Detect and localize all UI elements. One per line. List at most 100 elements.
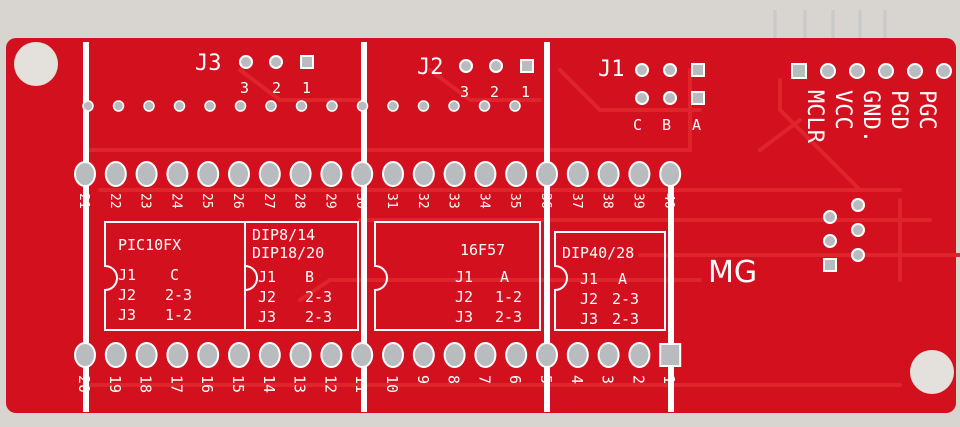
pin-number: 24 <box>168 193 183 209</box>
config-box-outlines <box>104 221 666 331</box>
header-j1-label: J1 <box>598 57 625 82</box>
header-j2: J2 3 2 1 <box>417 55 534 101</box>
config-jumper: J1 <box>258 268 276 286</box>
via-row <box>82 100 521 112</box>
pin-number: 40 <box>661 193 676 209</box>
config-title: PIC10FX <box>118 236 181 254</box>
socket-pin-pad <box>443 161 466 187</box>
socket-pin-pad <box>135 342 158 368</box>
top-pin-row <box>74 161 682 187</box>
header-j1-pin-label: A <box>692 116 701 134</box>
socket-pin-pad <box>228 161 250 187</box>
config-jumper: J3 <box>258 308 276 326</box>
config-setting: 2-3 <box>612 310 639 328</box>
socket-pin-pad <box>566 342 589 368</box>
right-pad-cluster <box>823 198 865 272</box>
pin-number: 28 <box>292 193 307 209</box>
via <box>417 100 430 112</box>
pin-number: 18 <box>137 375 155 393</box>
pin-number: 37 <box>569 193 584 209</box>
socket-pin-pad <box>289 161 312 187</box>
socket-pin-pad <box>351 161 374 187</box>
icsp-label-vcc: VCC <box>830 90 855 130</box>
header-j3-pin-label: 1 <box>302 79 311 97</box>
pin-number: 10 <box>383 375 401 393</box>
config-setting: 2-3 <box>305 308 332 326</box>
pin-number: 5 <box>537 375 555 384</box>
pin-number: 23 <box>138 193 153 209</box>
via <box>265 100 277 112</box>
pin-number: 21 <box>76 193 91 209</box>
pin-number: 15 <box>229 375 247 393</box>
pin-number: 16 <box>198 375 216 393</box>
header-j3-pin-label: 2 <box>272 79 281 97</box>
socket-pin-pad <box>443 342 466 368</box>
via <box>387 100 399 112</box>
pin-number: 35 <box>507 193 522 209</box>
pcb-board <box>6 38 956 413</box>
config-setting: 2-3 <box>305 288 332 306</box>
pin-number: 9 <box>414 375 432 384</box>
config-jumper: J1 <box>580 270 598 288</box>
socket-pin-pad <box>412 161 435 187</box>
icsp-label-pgd: PGD <box>886 90 911 130</box>
header-j2-label: J2 <box>417 55 444 80</box>
socket-pin-pad <box>351 342 374 368</box>
header-j3-label: J3 <box>195 51 222 76</box>
socket-pin-pad <box>166 161 189 187</box>
pin-number: 17 <box>167 375 185 393</box>
via <box>204 100 216 112</box>
pin-number: 8 <box>445 375 463 384</box>
icsp-labels: MCLR VCC GND. PGD PGC <box>802 90 939 144</box>
config-jumper: J2 <box>118 286 136 304</box>
config-jumper: J3 <box>455 308 473 326</box>
pin-number: 32 <box>415 193 430 209</box>
socket-pin-pad <box>536 342 558 368</box>
socket-pin-pad <box>597 342 620 368</box>
config-jumper: J2 <box>580 290 598 308</box>
socket-pin-pad <box>659 343 682 367</box>
pin-number: 26 <box>230 193 245 209</box>
pin-number: 2 <box>629 375 647 384</box>
socket-pin-pad <box>197 342 220 368</box>
via <box>509 100 521 112</box>
pin-number: 7 <box>475 375 493 384</box>
socket-pin-pad <box>597 161 620 187</box>
config-jumper: J2 <box>258 288 276 306</box>
pin-number: 13 <box>291 375 309 393</box>
socket-pin-pad <box>382 161 404 187</box>
icsp-label-gnd: GND. <box>858 90 883 143</box>
config-title: DIP8/14 <box>252 226 315 244</box>
config-jumper: J3 <box>118 306 136 324</box>
mounting-hole <box>910 350 954 394</box>
socket-pin-pad <box>628 161 651 187</box>
icsp-pads <box>791 63 952 79</box>
config-block-pic10fx: PIC10FX J1 C J2 2-3 J3 1-2 <box>118 236 192 324</box>
config-jumper: J1 <box>118 266 136 284</box>
pin-number: 33 <box>446 193 461 209</box>
socket-pin-pad <box>320 161 343 187</box>
header-j3-pin-label: 3 <box>240 79 249 97</box>
config-jumper: J2 <box>455 288 473 306</box>
socket-pin-pad <box>104 342 127 368</box>
config-setting: A <box>500 268 509 286</box>
config-jumper: J1 <box>455 268 473 286</box>
header-j2-pin-label: 3 <box>460 83 469 101</box>
pin-number: 25 <box>199 193 214 209</box>
bottom-pin-row <box>74 342 682 368</box>
pin-number: 38 <box>600 193 615 209</box>
config-jumper: J3 <box>580 310 598 328</box>
pin-number: 1 <box>660 375 678 384</box>
config-title: DIP40/28 <box>562 244 634 262</box>
config-setting: A <box>618 270 627 288</box>
via <box>234 100 247 112</box>
config-block-16f57: 16F57 J1 A J2 1-2 J3 2-3 <box>455 241 522 326</box>
socket-pin-pad <box>74 161 96 187</box>
header-j3: J3 3 2 1 <box>195 51 314 97</box>
pin-number: 14 <box>260 375 278 393</box>
pin-number: 12 <box>321 375 339 393</box>
via <box>448 100 460 112</box>
pin-number: 20 <box>75 375 93 393</box>
brand-mark: MG <box>708 255 757 290</box>
